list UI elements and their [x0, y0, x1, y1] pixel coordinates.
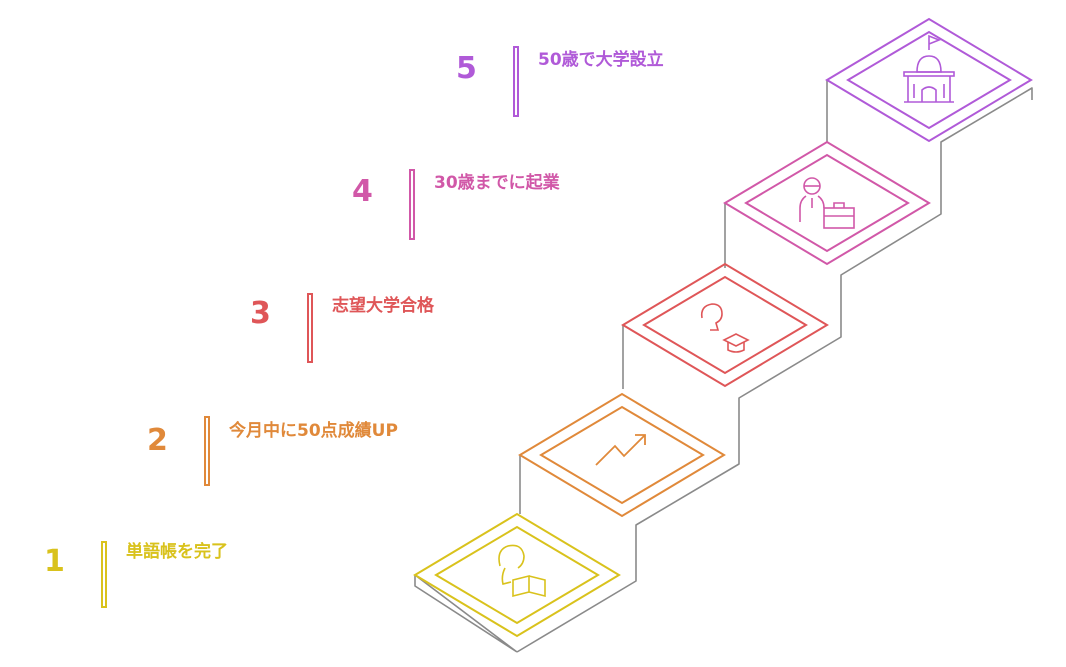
step-3-label: 志望大学合格 [332, 296, 434, 316]
university-building-icon [903, 34, 955, 103]
step-4-bar [409, 169, 415, 240]
step-3-bar [307, 293, 313, 363]
step-5-label: 50歳で大学設立 [538, 50, 664, 70]
step-5-platform [825, 17, 1033, 143]
step-1-number: 1 [44, 544, 65, 579]
step-2-bar [204, 416, 210, 486]
businessperson-briefcase-icon [799, 177, 855, 229]
step-3-number: 3 [250, 296, 271, 331]
step-5-bar [513, 46, 519, 117]
step-2-number: 2 [147, 423, 168, 458]
step-1-bar [101, 541, 107, 608]
graduation-cap-icon [700, 303, 750, 353]
step-5-number: 5 [456, 51, 477, 86]
student-reading-book-icon [498, 544, 546, 598]
staircase-outline [414, 80, 1033, 653]
step-3-platform [621, 262, 829, 388]
step-2-platform [518, 392, 726, 518]
step-2-label: 今月中に50点成績UP [229, 421, 398, 441]
step-4-number: 4 [352, 174, 373, 209]
step-4-platform [723, 140, 931, 266]
step-4-label: 30歳までに起業 [434, 173, 560, 193]
step-1-platform [413, 512, 621, 638]
trend-up-arrow-icon [595, 434, 646, 466]
step-1-label: 単語帳を完了 [126, 542, 228, 562]
